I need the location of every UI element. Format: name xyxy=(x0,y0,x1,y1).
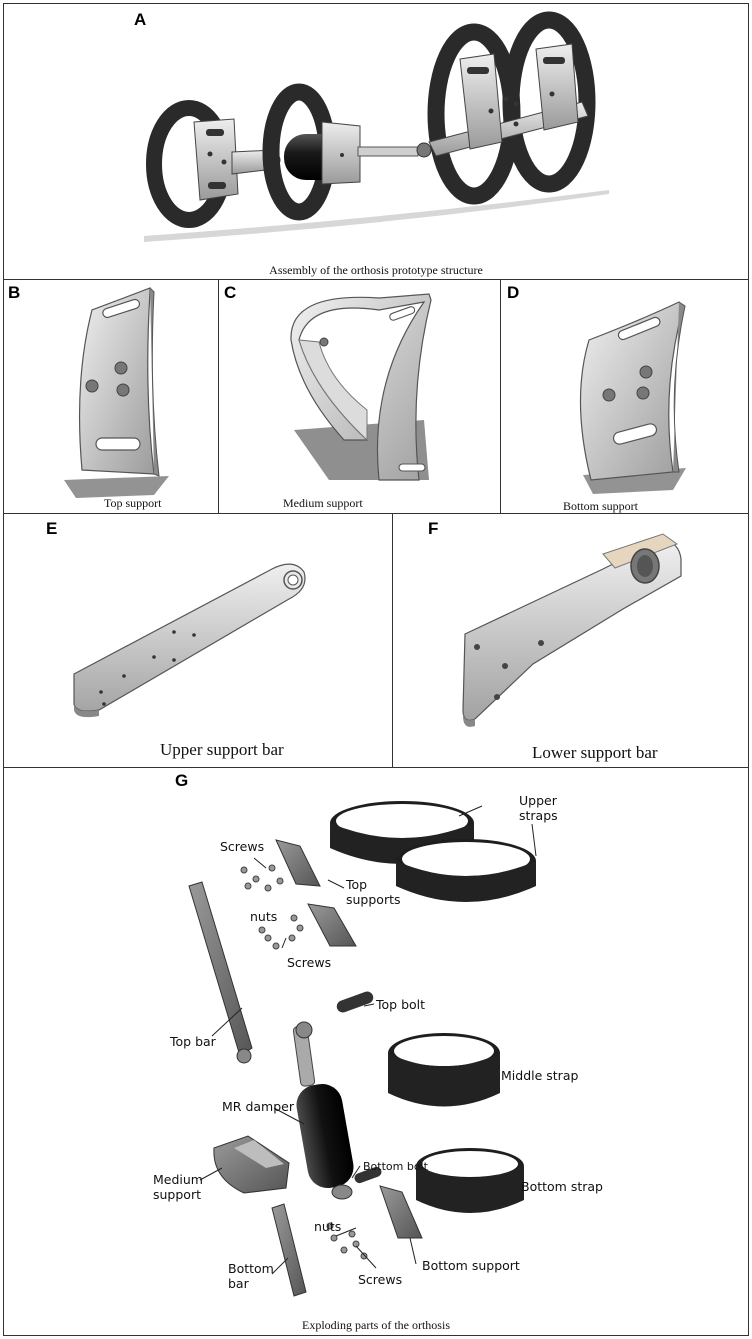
panel-g-letter: G xyxy=(175,771,189,790)
panel-c-letter: C xyxy=(224,283,237,302)
panel-a-caption: Assembly of the orthosis prototype struc… xyxy=(269,263,483,277)
panel-e: E Upper support bar xyxy=(3,513,393,768)
medium-support-line-1: Medium xyxy=(153,1172,203,1187)
upper-straps-line-2: straps xyxy=(519,808,558,823)
bottom-support-illustration xyxy=(579,301,686,494)
bottom-strap-label: Bottom strap xyxy=(521,1179,603,1194)
top-supports-line-2: supports xyxy=(346,892,401,907)
panel-d-letter: D xyxy=(507,283,520,302)
panel-g: G xyxy=(3,767,749,1336)
bottom-bar-line-2: bar xyxy=(228,1276,249,1291)
nuts-top-label: nuts xyxy=(250,909,278,924)
panel-b-caption: Top support xyxy=(104,496,162,510)
top-bolt-label: Top bolt xyxy=(376,997,426,1012)
panel-d: D Bottom support xyxy=(500,279,749,514)
top-support-illustration xyxy=(64,287,169,498)
screws-mid-label: Screws xyxy=(287,955,332,970)
exploded-orthosis-illustration xyxy=(188,801,537,1297)
top-supports-line-1: Top xyxy=(346,877,368,892)
medium-support-label: Medium support xyxy=(153,1172,203,1202)
bottom-bar-label: Bottom bar xyxy=(228,1261,274,1291)
top-supports-label: Top supports xyxy=(346,877,401,907)
panel-b-letter: B xyxy=(8,283,21,302)
lower-support-bar-illustration xyxy=(462,533,682,727)
panel-e-letter: E xyxy=(46,519,58,538)
bottom-support-label: Bottom support xyxy=(422,1258,520,1273)
mr-damper-label: MR damper xyxy=(222,1099,294,1114)
upper-support-bar-illustration xyxy=(73,563,306,718)
panel-a-letter: A xyxy=(134,10,147,29)
bottom-bolt-label: Bottom bolt xyxy=(363,1160,428,1173)
medium-support-line-2: support xyxy=(153,1187,201,1202)
panel-e-caption: Upper support bar xyxy=(160,740,284,759)
upper-straps-label: Upper straps xyxy=(519,793,558,823)
panel-f-caption: Lower support bar xyxy=(532,743,658,762)
screws-top-label: Screws xyxy=(220,839,265,854)
panel-c-caption: Medium support xyxy=(283,496,363,510)
panel-b: B Top support xyxy=(3,279,219,514)
panel-g-caption: Exploding parts of the orthosis xyxy=(302,1318,450,1332)
panel-c: C Medium support xyxy=(218,279,501,514)
panel-d-caption: Bottom support xyxy=(563,499,639,513)
orthosis-assembly-illustration xyxy=(144,11,609,242)
panel-f-letter: F xyxy=(428,519,439,538)
panel-f: F Lower support bar xyxy=(392,513,749,768)
panel-a: A xyxy=(3,3,749,280)
medium-support-illustration xyxy=(290,293,432,481)
upper-straps-line-1: Upper xyxy=(519,793,557,808)
bottom-bar-line-1: Bottom xyxy=(228,1261,274,1276)
top-bar-label: Top bar xyxy=(170,1034,216,1049)
nuts-bottom-label: nuts xyxy=(314,1219,342,1234)
middle-strap-label: Middle strap xyxy=(501,1068,579,1083)
screws-bottom-label: Screws xyxy=(358,1272,403,1287)
